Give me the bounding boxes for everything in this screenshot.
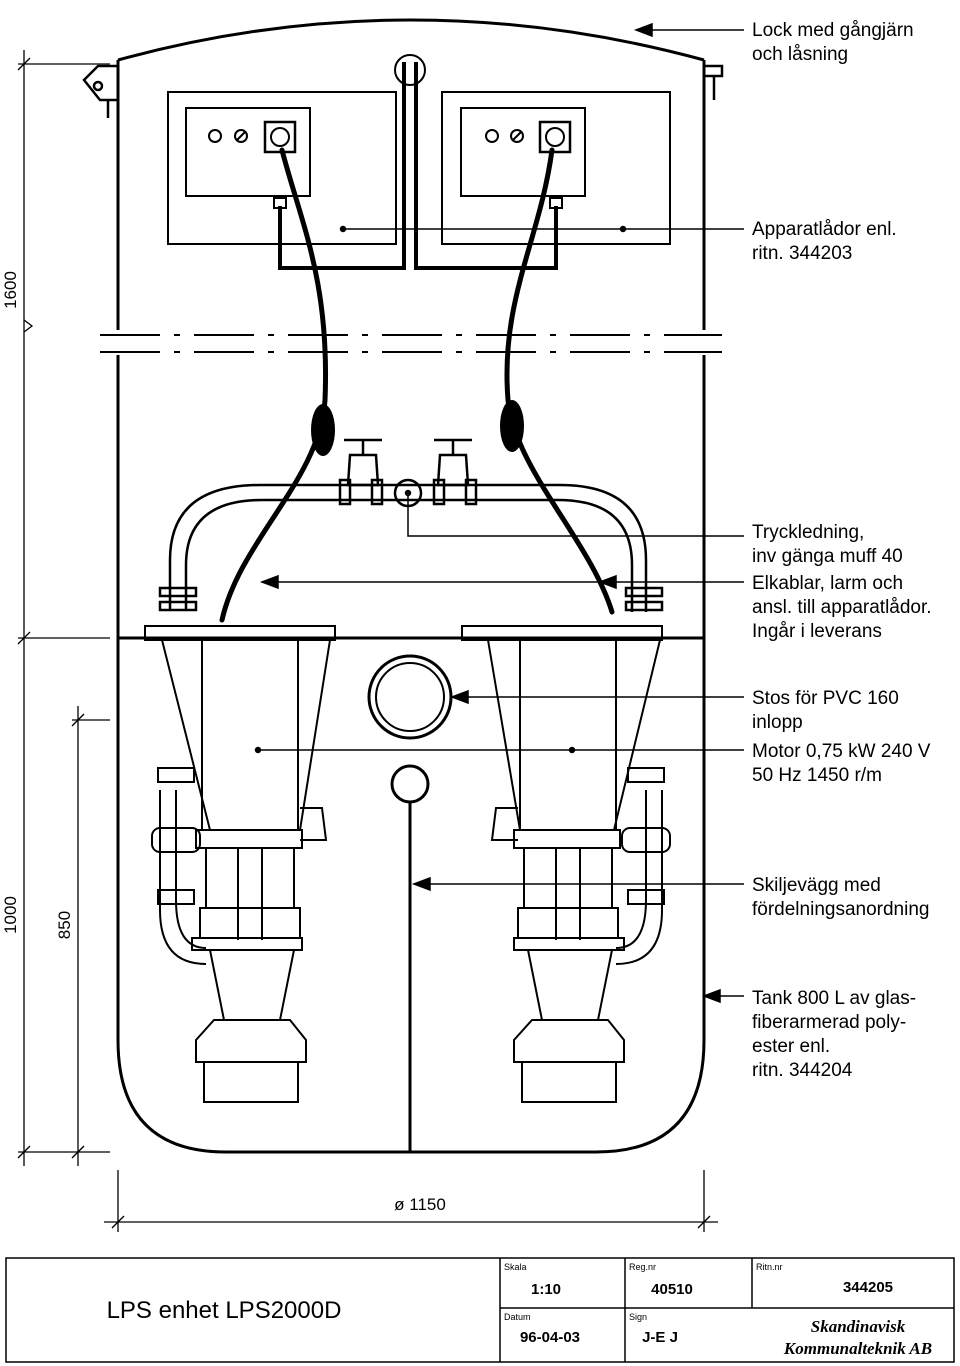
drawing-number-label: Ritn.nr	[756, 1262, 783, 1272]
label-boxes-line2: ritn. 344203	[752, 243, 852, 264]
drawing-title: LPS enhet LPS2000D	[107, 1297, 342, 1324]
company-name-line2: Kommunalteknik AB	[783, 1339, 932, 1358]
power-cables	[219, 147, 615, 623]
dim-total-height: 1600	[1, 271, 20, 309]
label-inlet: Stos för PVC 160 inlopp	[752, 688, 899, 733]
label-lid-line1: Lock med gångjärn	[752, 20, 914, 41]
label-pressure-line2: inv gänga muff 40	[752, 546, 903, 567]
label-inlet-line2: inlopp	[752, 712, 803, 733]
dim-diameter: ø 1150	[394, 1195, 446, 1214]
label-tank-line3: ester enl.	[752, 1036, 830, 1057]
lid-lock	[704, 64, 724, 100]
company-name-line1: Skandinavisk	[811, 1317, 906, 1336]
label-partition-line1: Skiljevägg med	[752, 875, 881, 896]
label-cables: Elkablar, larm och ansl. till apparatlåd…	[752, 573, 932, 642]
reg-value: 40510	[651, 1281, 693, 1298]
reg-label: Reg.nr	[629, 1262, 656, 1272]
partition-wall	[390, 764, 430, 1152]
label-pressure-line1: Tryckledning,	[752, 522, 864, 543]
dimension-lines	[17, 50, 718, 1232]
sign-value: J-E J	[642, 1329, 678, 1346]
label-tank: Tank 800 L av glas- fiberarmerad poly- e…	[752, 988, 916, 1081]
label-motor-line1: Motor 0,75 kW 240 V	[752, 741, 931, 762]
label-lid: Lock med gångjärn och låsning	[752, 20, 914, 65]
label-motor-line2: 50 Hz 1450 r/m	[752, 765, 882, 786]
label-boxes: Apparatlådor enl. ritn. 344203	[752, 219, 897, 264]
label-inlet-line1: Stos för PVC 160	[752, 688, 899, 709]
label-motor: Motor 0,75 kW 240 V 50 Hz 1450 r/m	[752, 741, 931, 786]
label-cables-line3: Ingår i leverans	[752, 621, 882, 642]
sign-label: Sign	[629, 1312, 647, 1322]
title-block	[5, 1257, 955, 1363]
cable-inlet	[273, 54, 563, 270]
dim-inner-height: 850	[55, 911, 74, 939]
label-pressure-line: Tryckledning, inv gänga muff 40	[752, 522, 903, 567]
scale-value: 1:10	[531, 1281, 561, 1298]
drawing-number-value: 344205	[843, 1279, 893, 1296]
dim-lower-height: 1000	[1, 896, 20, 934]
date-value: 96-04-03	[520, 1329, 580, 1346]
label-cables-line2: ansl. till apparatlådor.	[752, 597, 932, 618]
scale-label: Skala	[504, 1262, 527, 1272]
pump-right	[487, 639, 671, 1103]
date-label: Datum	[504, 1312, 531, 1322]
label-tank-line4: ritn. 344204	[752, 1060, 853, 1081]
label-tank-line2: fiberarmerad poly-	[752, 1012, 906, 1033]
label-partition-line2: fördelningsanordning	[752, 899, 929, 920]
cable-grommets	[311, 400, 524, 456]
leader-lines	[254, 22, 744, 1004]
support-plate	[118, 625, 704, 641]
label-boxes-line1: Apparatlådor enl.	[752, 219, 897, 240]
pump-left	[151, 639, 331, 1103]
break-line	[100, 334, 722, 353]
label-lid-line2: och låsning	[752, 44, 848, 65]
label-partition: Skiljevägg med fördelningsanordning	[752, 875, 929, 920]
label-tank-line1: Tank 800 L av glas-	[752, 988, 916, 1009]
label-cables-line1: Elkablar, larm och	[752, 573, 903, 594]
lid-hinge	[82, 64, 120, 118]
pressure-pipe	[158, 438, 664, 612]
